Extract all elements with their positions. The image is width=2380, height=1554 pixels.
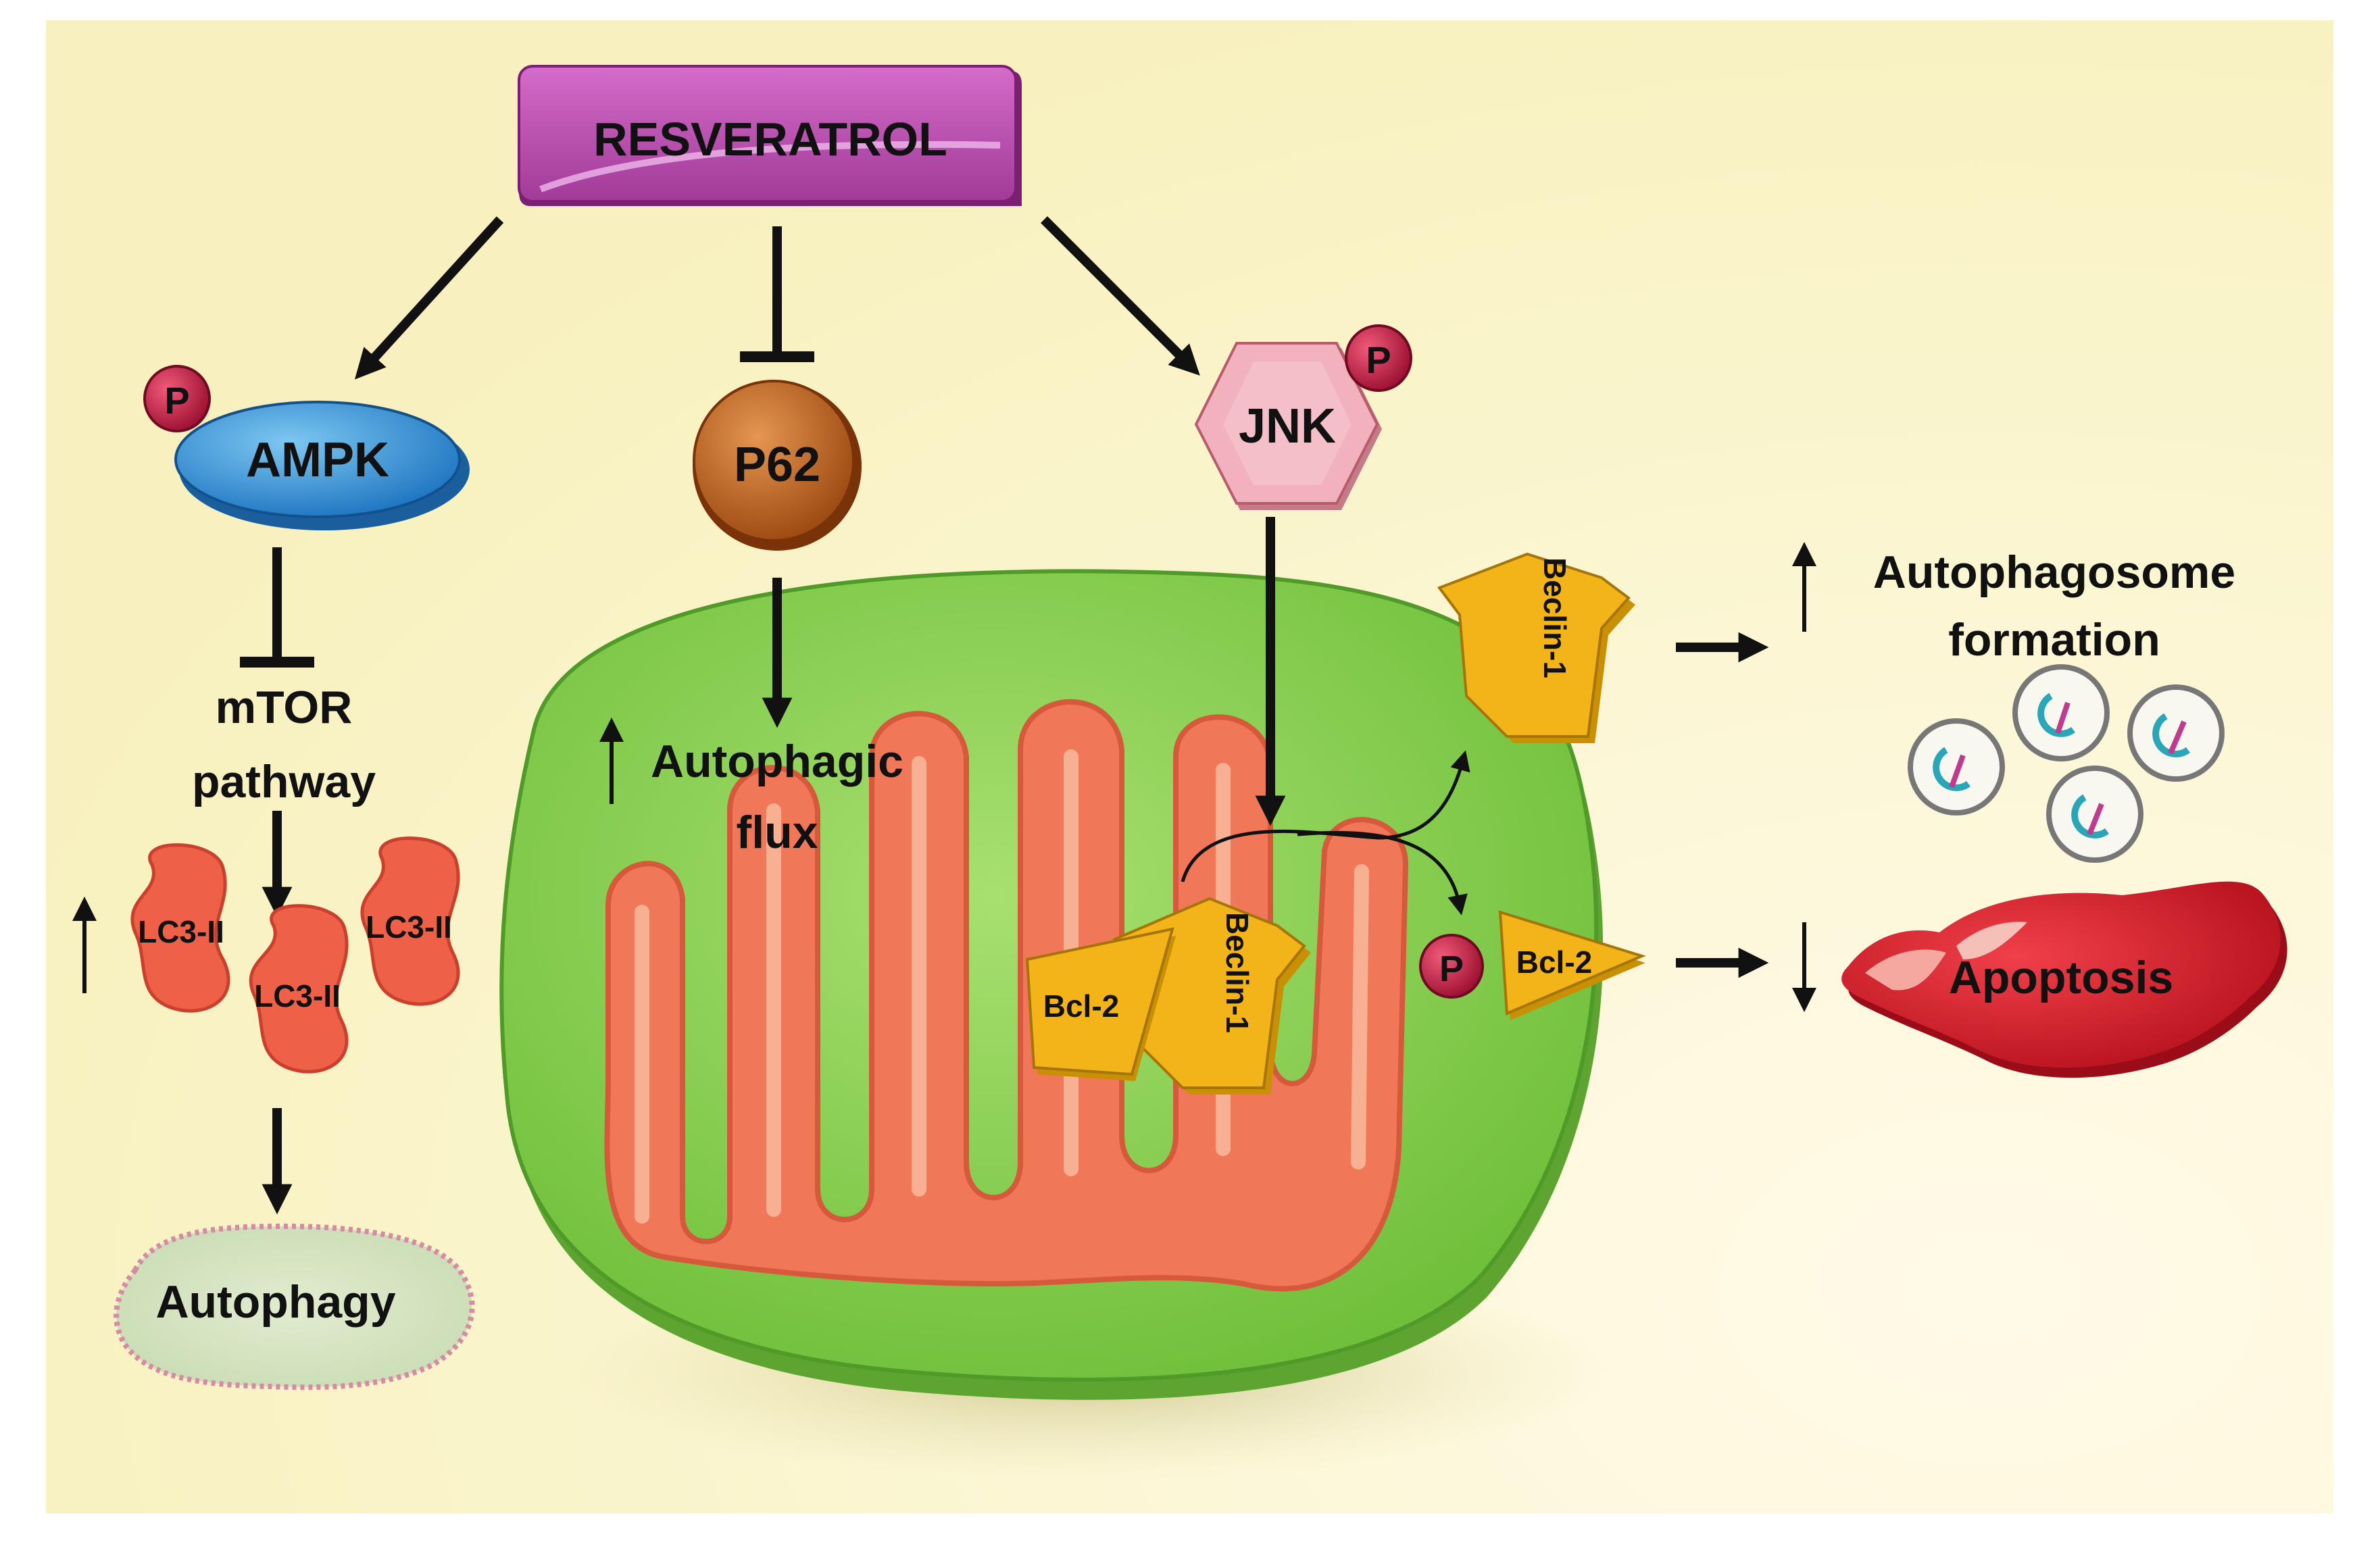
inhibit-resveratrol-to-p62: [740, 226, 814, 362]
beclin1-free: Beclin-1: [1437, 552, 1635, 743]
autophagy-node: Autophagy: [114, 1223, 475, 1390]
vesicle-2: [2127, 684, 2225, 782]
vesicle-4: [2046, 766, 2143, 863]
arrow-complex-to-beclin1: [1181, 750, 1470, 882]
arrow-complex-to-bcl2: [1297, 830, 1468, 916]
autophagosome-label-line2: formation: [1948, 614, 2160, 666]
bcl2-beclin1-complex: Beclin-1 Bcl-2: [1025, 897, 1311, 1095]
beclin1-label-center: Beclin-1: [1220, 912, 1255, 1033]
p62-node: P62: [693, 380, 862, 551]
autophagosome-vesicles: [1908, 664, 2225, 863]
arrow-resveratrol-to-ampk: [354, 216, 504, 380]
phospho-bcl2: P: [1419, 934, 1484, 999]
autophagosome-label-line1: Autophagosome: [1873, 547, 2235, 598]
jnk-label: JNK: [1239, 399, 1336, 453]
vesicle-1: [2012, 664, 2110, 761]
lc3-blob-1: LC3-II: [130, 843, 230, 1013]
lc3-blob-3: LC3-II: [360, 836, 460, 1006]
p62-label: P62: [734, 438, 820, 492]
lc3-label-2: LC3-II: [254, 978, 341, 1013]
mtor-label-line1: mTOR: [216, 682, 353, 733]
ampk-label: AMPK: [246, 433, 389, 487]
phospho-label-bcl2: P: [1439, 949, 1464, 989]
mtor-label-line2: pathway: [192, 756, 376, 807]
phospho-label-jnk: P: [1366, 339, 1391, 381]
beclin1-label-free: Beclin-1: [1537, 557, 1572, 678]
bcl2-label-center: Bcl-2: [1043, 988, 1119, 1024]
flux-label-line2: flux: [737, 807, 818, 858]
resveratrol-label: RESVERATROL: [593, 113, 947, 166]
phospho-ampk: P: [143, 365, 211, 432]
bcl2-label-free: Bcl-2: [1516, 945, 1592, 980]
phospho-jnk: P: [1345, 324, 1412, 392]
resveratrol-box: RESVERATROL: [518, 65, 1022, 206]
ampk-node: AMPK: [174, 401, 470, 530]
lc3-label-3: LC3-II: [366, 909, 452, 945]
vesicle-3: [1908, 718, 2005, 816]
inhibit-ampk-to-mtor: [240, 547, 314, 668]
flux-label-line1: Autophagic: [651, 736, 903, 787]
bcl2-shape-center: Bcl-2: [1025, 927, 1176, 1081]
bcl2-free: Bcl-2: [1498, 910, 1646, 1020]
lc3-blob-2: LC3-II: [249, 904, 349, 1074]
lc3-label-1: LC3-II: [138, 914, 224, 949]
jnk-node: JNK: [1194, 342, 1382, 510]
phospho-label-ampk: P: [164, 379, 189, 422]
autophagy-label: Autophagy: [155, 1276, 395, 1328]
apoptosis-label: Apoptosis: [1949, 952, 2173, 1003]
arrow-resveratrol-to-jnk: [1041, 216, 1200, 376]
apoptosis-node: Apoptosis: [1841, 881, 2287, 1078]
